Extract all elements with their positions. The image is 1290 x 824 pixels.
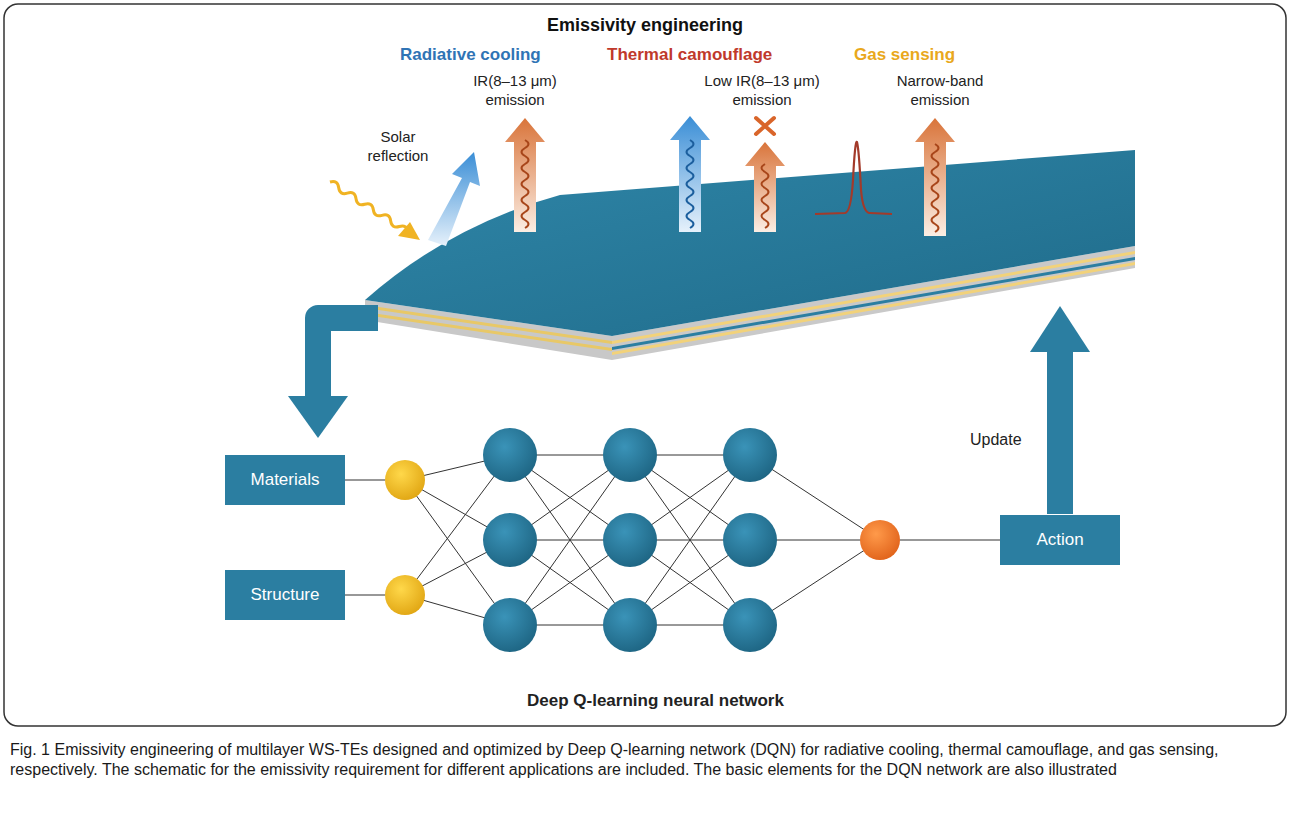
process-box: Materials [225,455,345,505]
narrow-band-arrow [915,118,955,236]
hidden-neuron [603,598,657,652]
process-box: Action [1000,515,1120,565]
multilayer-plate [365,150,1135,360]
box-label: Action [1036,530,1083,550]
figure-caption: Fig. 1 Emissivity engineering of multila… [10,740,1278,780]
hidden-neuron [483,428,537,482]
solar-ray [330,181,408,232]
hidden-neuron [723,513,777,567]
low-ir-arrow [745,142,785,232]
input-wire [345,479,385,480]
network-title: Deep Q-learning neural network [527,690,784,711]
update-arrow [1047,350,1073,514]
box-label: Materials [251,470,320,490]
input-wire [345,594,385,595]
arrow-label: Narrow-band emission [884,72,996,110]
output-wire [900,539,1000,540]
hidden-neuron [603,513,657,567]
hidden-neuron [603,428,657,482]
hidden-neuron [483,598,537,652]
hidden-neuron [483,513,537,567]
hidden-neuron [723,598,777,652]
cross-mark [756,118,774,134]
input-neuron [385,575,425,615]
figure-frame [4,4,1286,726]
application-title: Thermal camouflage [607,44,772,65]
ir-emission-arrow [505,118,545,232]
application-title: Gas sensing [854,44,955,65]
hidden-neuron [723,428,777,482]
wave-line [687,140,694,228]
figure-title: Emissivity engineering [547,14,743,37]
feed-arrow [318,318,378,398]
blue-emission-arrow [670,116,710,232]
wave-line [932,144,939,232]
process-box: Structure [225,570,345,620]
arrow-label: Solar reflection [356,128,440,166]
wave-line [762,164,769,228]
reflected-arrow [428,152,480,246]
box-label: Structure [251,585,320,605]
solar-arrowhead [398,222,420,240]
application-title: Radiative cooling [400,44,541,65]
feed-arrowhead [288,396,348,438]
wave-line [522,140,529,228]
update-arrowhead [1030,306,1090,352]
emission-peak [815,142,892,214]
output-neuron [860,520,900,560]
arrow-label: Low IR(8–13 μm) emission [698,72,826,110]
arrow-label: IR(8–13 μm) emission [463,72,567,110]
input-neuron [385,460,425,500]
arrow-label: Update [970,430,1022,450]
